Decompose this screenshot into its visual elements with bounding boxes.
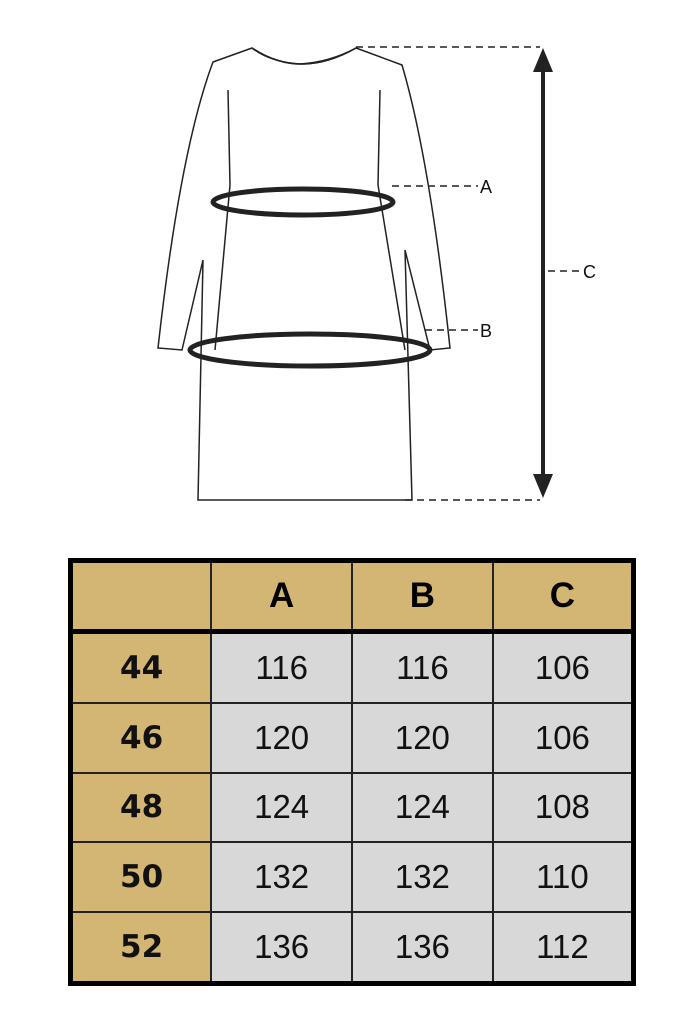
a-cell: 136	[210, 910, 353, 985]
header-size	[69, 559, 213, 634]
a-cell: 124	[210, 771, 353, 844]
b-cell: 116	[351, 630, 494, 705]
a-cell: 120	[210, 702, 353, 774]
c-cell: 108	[491, 771, 635, 844]
measure-c-arrow	[533, 48, 553, 498]
size-cell: 48	[69, 771, 213, 844]
dress-outline	[157, 47, 451, 501]
c-cell: 106	[491, 630, 635, 705]
b-cell: 136	[351, 910, 494, 985]
guide-lines	[356, 46, 580, 501]
size-cell: 50	[69, 841, 213, 913]
a-cell: 132	[210, 841, 353, 913]
dress-diagram: A B C	[157, 46, 596, 501]
label-a: A	[480, 177, 492, 197]
label-c: C	[583, 262, 596, 282]
a-cell: 116	[210, 630, 353, 705]
header-a: A	[210, 559, 353, 634]
c-cell: 110	[491, 841, 635, 913]
c-cell: 112	[491, 910, 635, 985]
b-cell: 120	[351, 702, 494, 774]
c-cell: 106	[491, 702, 635, 774]
measure-b-belt	[187, 331, 433, 369]
measure-a-belt	[210, 186, 396, 218]
header-row: A B C	[69, 559, 635, 634]
header-b: B	[351, 559, 494, 634]
size-cell: 52	[69, 910, 213, 985]
size-cell: 46	[69, 702, 213, 774]
b-cell: 132	[351, 841, 494, 913]
size-cell: 44	[69, 630, 213, 705]
b-cell: 124	[351, 771, 494, 844]
label-b: B	[480, 321, 492, 341]
header-c: C	[491, 559, 635, 634]
